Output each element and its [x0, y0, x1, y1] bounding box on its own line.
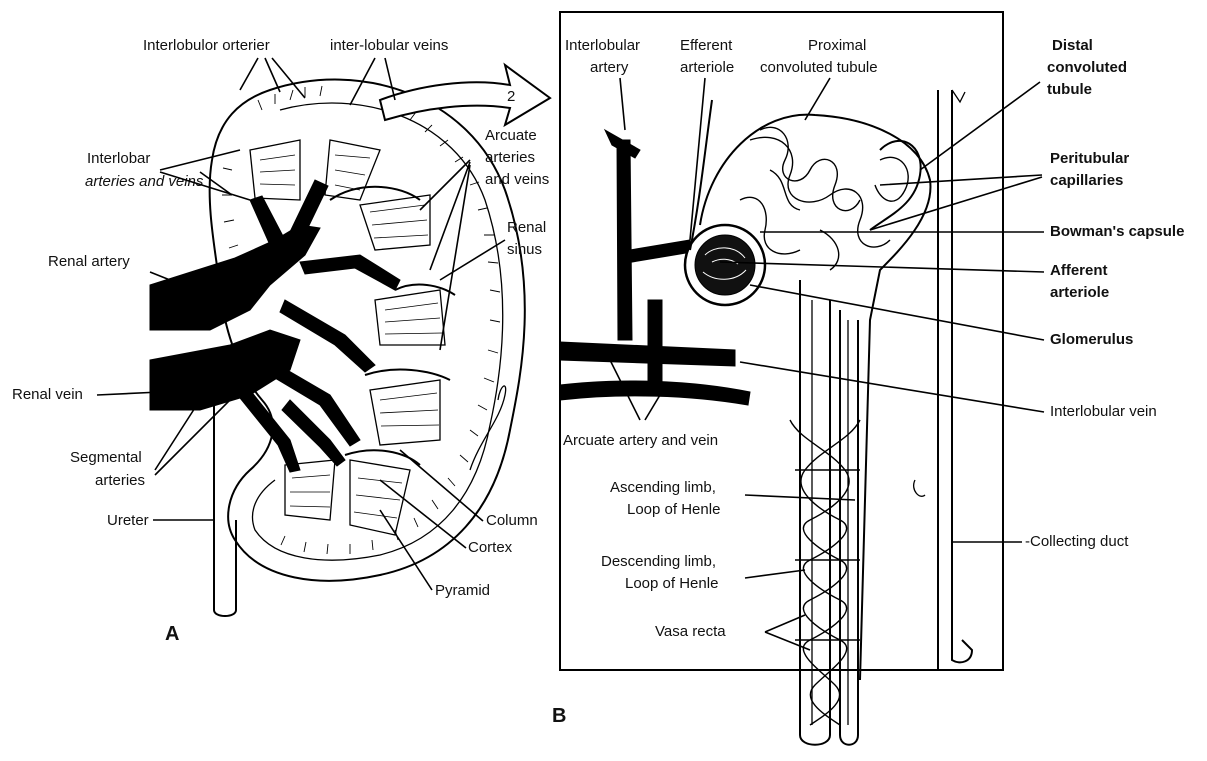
interlobar-branch-4	[280, 300, 375, 372]
label-ascending-1: Ascending limb,	[610, 479, 716, 496]
pyramid-2	[325, 140, 380, 200]
label-interlobular-artery-2: artery	[590, 59, 629, 76]
arcuate-arch-3	[365, 370, 450, 380]
label-distal-1: Distal	[1052, 37, 1093, 54]
label-arcuate-2: arteries	[485, 149, 535, 166]
peritubular-capillaries	[740, 137, 890, 254]
glomerulus-shape	[695, 235, 755, 295]
nephron-illustration	[560, 12, 1003, 745]
label-segmental-2: arteries	[95, 472, 145, 489]
kidney-cortex-outline	[252, 103, 502, 560]
interlobular-artery-vessel	[617, 140, 632, 340]
label-distal-2: convoluted	[1047, 59, 1127, 76]
label-segmental-1: Segmental	[70, 449, 142, 466]
label-efferent-2: arteriole	[680, 59, 734, 76]
panel-letter-a: A	[165, 623, 179, 645]
label-glomerulus: Glomerulus	[1050, 331, 1133, 348]
kidney-illustration: 2	[150, 65, 550, 616]
label-ascending-2: Loop of Henle	[627, 501, 720, 518]
label-renal-sinus-1: Renal	[507, 219, 546, 236]
label-arcuate-1: Arcuate	[485, 127, 537, 144]
label-descending-2: Loop of Henle	[625, 575, 718, 592]
arcuate-artery-band	[560, 342, 735, 366]
label-renal-sinus-2: sinus	[507, 241, 542, 258]
interlobular-artery-branch	[630, 240, 692, 262]
label-pyramid: Pyramid	[435, 582, 490, 599]
panel-letter-b: B	[552, 705, 566, 727]
collecting-duct-lower-bend	[914, 480, 925, 496]
label-efferent-1: Efferent	[680, 37, 733, 54]
label-peritubular-1: Peritubular	[1050, 150, 1129, 167]
interlobar-branch-3	[300, 255, 400, 290]
kidney-capsule	[210, 80, 525, 581]
label-interlobar-2: arteries and veins	[85, 173, 204, 190]
zoom-arrow-mark: 2	[507, 88, 515, 105]
label-vasa-recta: Vasa recta	[655, 623, 726, 640]
label-cortex: Cortex	[468, 539, 513, 556]
label-proximal-1: Proximal	[808, 37, 866, 54]
label-afferent-2: arteriole	[1050, 284, 1109, 301]
label-interlobar-1: Interlobar	[87, 150, 150, 167]
renal-vessels	[150, 180, 455, 472]
label-collecting-duct: -Collecting duct	[1025, 533, 1129, 550]
label-ureter: Ureter	[107, 512, 149, 529]
pyramid-3	[360, 195, 430, 250]
label-interlobular-vein: Interlobular vein	[1050, 403, 1157, 420]
pyramid-4	[375, 290, 445, 345]
ureter-tube	[214, 398, 236, 616]
label-distal-3: tubule	[1047, 81, 1092, 98]
label-peritubular-2: capillaries	[1050, 172, 1123, 189]
interlobar-branch-1	[250, 196, 285, 245]
arcuate-arch-2	[395, 285, 455, 295]
collecting-duct-top	[952, 90, 965, 102]
zoom-arrow	[380, 65, 550, 125]
collecting-duct	[938, 90, 972, 670]
label-interlobular-veins: inter-lobular veins	[330, 37, 448, 54]
label-renal-vein: Renal vein	[12, 386, 83, 403]
label-interlobular-arteries: Interlobulor orterier	[143, 37, 270, 54]
label-arcuate-artery-vein: Arcuate artery and vein	[563, 432, 718, 449]
label-renal-artery: Renal artery	[48, 253, 130, 270]
proximal-tubule-coils	[760, 127, 908, 270]
label-bowmans-capsule: Bowman's capsule	[1050, 223, 1184, 240]
label-column: Column	[486, 512, 538, 529]
nephron-frame	[560, 12, 1003, 670]
artist-signature-scribble	[470, 386, 506, 470]
label-arcuate-3: and veins	[485, 171, 549, 188]
arcuate-vein-band	[560, 381, 750, 405]
ascending-limb	[840, 310, 858, 745]
label-afferent-1: Afferent	[1050, 262, 1108, 279]
label-descending-1: Descending limb,	[601, 553, 716, 570]
label-interlobular-artery-1: Interlobular	[565, 37, 640, 54]
pyramid-5	[370, 380, 440, 445]
label-proximal-2: convoluted tubule	[760, 59, 878, 76]
